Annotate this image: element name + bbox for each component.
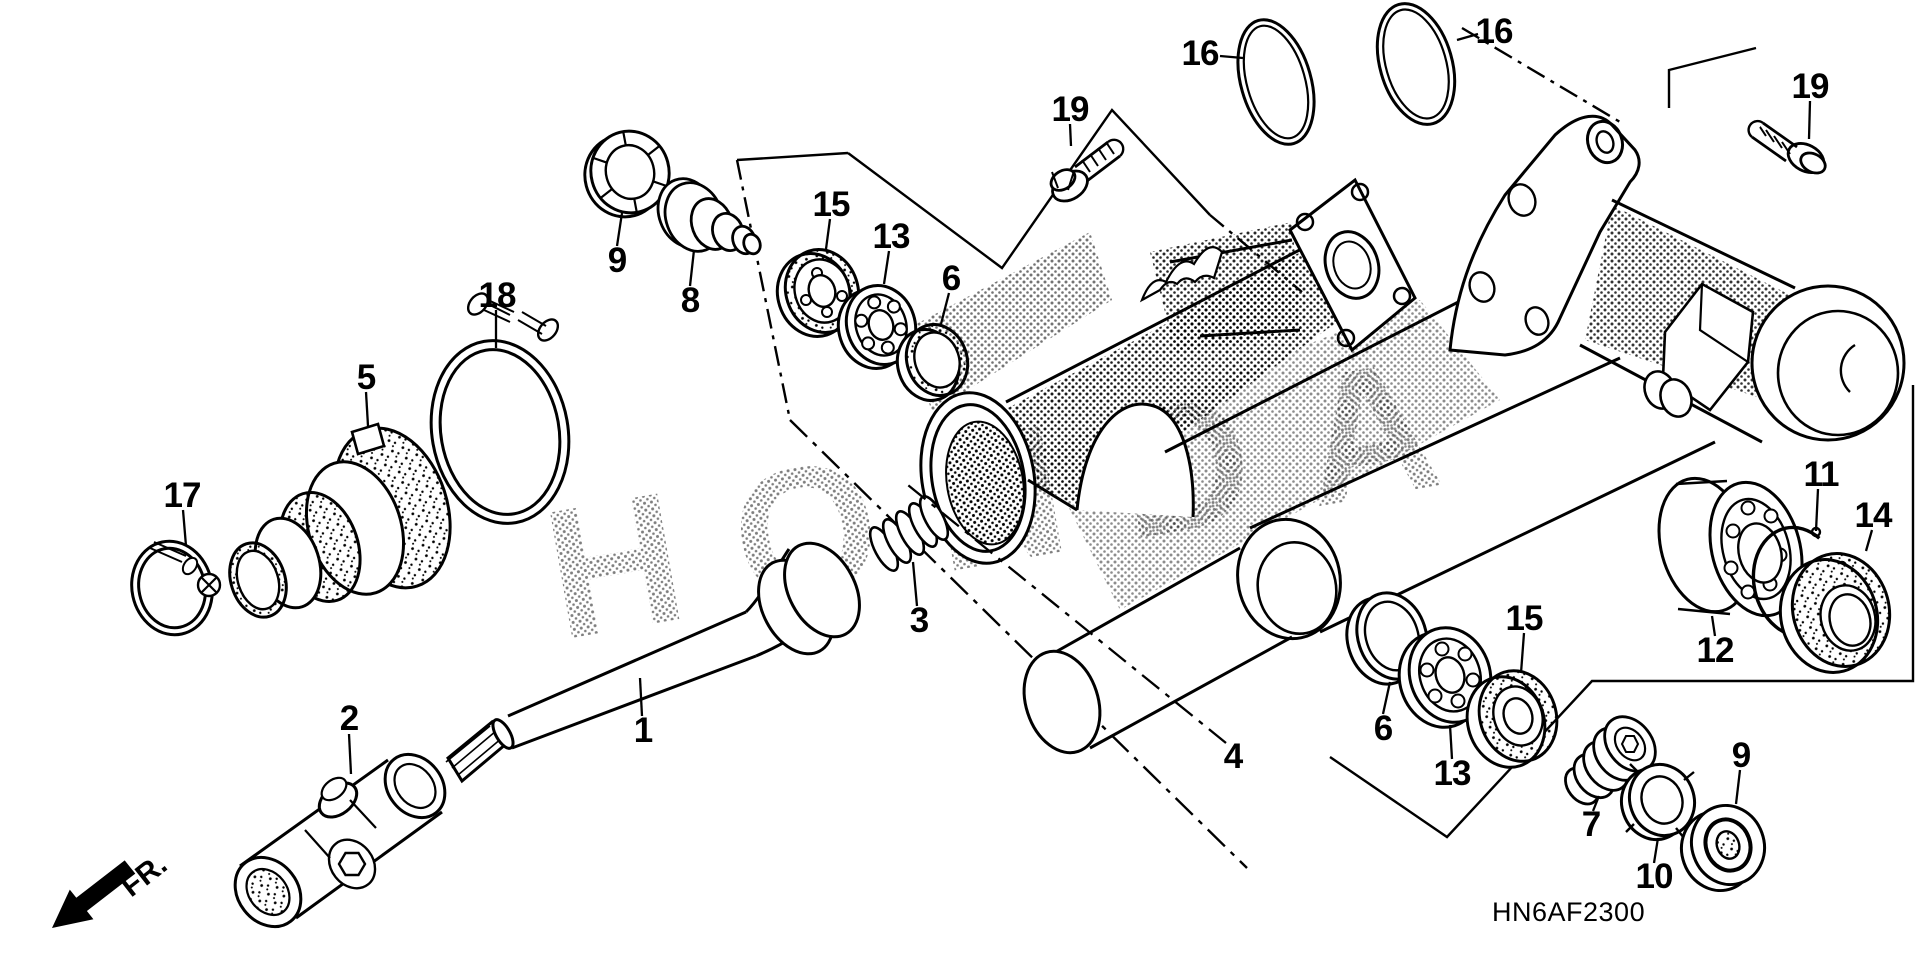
diagram-code: HN6AF2300 [1492, 897, 1646, 927]
callout-7: 7 [1581, 805, 1601, 844]
seal-washer-6-left-drawing [895, 323, 970, 402]
leader-line-17 [181, 509, 188, 547]
bearing-15-left-drawing [775, 248, 861, 338]
leader-line-2 [347, 733, 353, 775]
leader-line-13-right [1448, 724, 1454, 760]
bearing-13-left-drawing [836, 284, 918, 370]
bearing-13-right-drawing [1397, 626, 1493, 729]
band-clamp-large-drawing [429, 292, 571, 525]
leader-line-11 [1814, 488, 1820, 532]
flange-bolt-19-right-drawing [1747, 119, 1827, 175]
callout-4: 4 [1223, 737, 1243, 776]
leader-line-6-left [939, 292, 951, 325]
swingarm-assembly-drawing [905, 114, 1906, 755]
fr-direction-indicator: FR. [52, 848, 173, 928]
callout-6-right: 6 [1373, 709, 1393, 748]
leader-line-10 [1652, 837, 1660, 864]
bearing-12-drawing [1657, 476, 1804, 618]
leader-line-13-left [882, 250, 891, 285]
callout-leader-lines [181, 32, 1874, 864]
leader-line-4 [902, 480, 1227, 744]
callout-16-left: 16 [1181, 34, 1220, 73]
leader-line-15-right [1519, 632, 1526, 674]
leader-line-16-right [1456, 32, 1479, 42]
fr-arrow-icon [52, 860, 136, 928]
callout-19-right: 19 [1791, 67, 1830, 106]
leader-line-5 [364, 391, 370, 427]
callout-15-left: 15 [812, 185, 851, 224]
leader-line-15-left [824, 218, 832, 250]
seal-14-drawing [1778, 552, 1892, 674]
callout-11: 11 [1803, 455, 1840, 494]
callout-5: 5 [356, 358, 376, 397]
callout-8: 8 [680, 281, 700, 320]
spring-drawing [868, 495, 950, 572]
callout-12: 12 [1696, 631, 1735, 670]
leader-line-9-right [1734, 769, 1742, 805]
callout-13-left: 13 [872, 217, 911, 256]
callout-17: 17 [163, 476, 202, 515]
propeller-shaft-drawing [445, 541, 861, 784]
callout-16-right: 16 [1475, 12, 1514, 51]
cap-9-right-drawing [1680, 803, 1766, 893]
leader-line-6-right [1381, 681, 1392, 715]
callout-2: 2 [339, 699, 359, 738]
callout-9-right: 9 [1731, 736, 1751, 775]
dust-seal-plug-drawing [656, 177, 762, 256]
leader-line-3 [911, 561, 919, 607]
boot-7-drawing [1564, 715, 1657, 806]
callout-1: 1 [633, 711, 653, 750]
callout-6-left: 6 [941, 259, 961, 298]
boot-drawing [228, 422, 452, 619]
flange-bolt-19-left-drawing [1049, 138, 1125, 203]
leader-line-19-left [1068, 123, 1073, 147]
callout-10: 10 [1635, 857, 1674, 896]
callout-13-right: 13 [1433, 754, 1472, 793]
tongued-washer-left-drawing [583, 129, 671, 219]
lock-washer-10-drawing [1620, 762, 1696, 842]
leader-line-8 [688, 249, 696, 287]
callout-18: 18 [478, 276, 517, 315]
callout-3: 3 [909, 601, 929, 640]
callout-14: 14 [1854, 496, 1893, 535]
leader-line-16-left [1219, 54, 1244, 60]
callout-19-left: 19 [1051, 90, 1090, 129]
leader-line-1 [638, 677, 644, 717]
leader-line-9-left [615, 212, 624, 247]
band-clamp-small-drawing [130, 539, 222, 637]
leader-line-7 [1591, 795, 1601, 812]
o-ring-16-right-drawing [1375, 2, 1457, 126]
universal-joint-drawing [233, 752, 447, 929]
bearing-15-right-drawing [1465, 669, 1559, 769]
callout-9-left: 9 [607, 241, 627, 280]
leader-line-12 [1710, 615, 1717, 637]
leader-line-19-right [1807, 100, 1812, 140]
leader-line-14 [1864, 529, 1874, 552]
callout-15-right: 15 [1505, 599, 1544, 638]
fr-label: FR. [115, 848, 173, 904]
o-ring-16-left-drawing [1236, 18, 1316, 146]
